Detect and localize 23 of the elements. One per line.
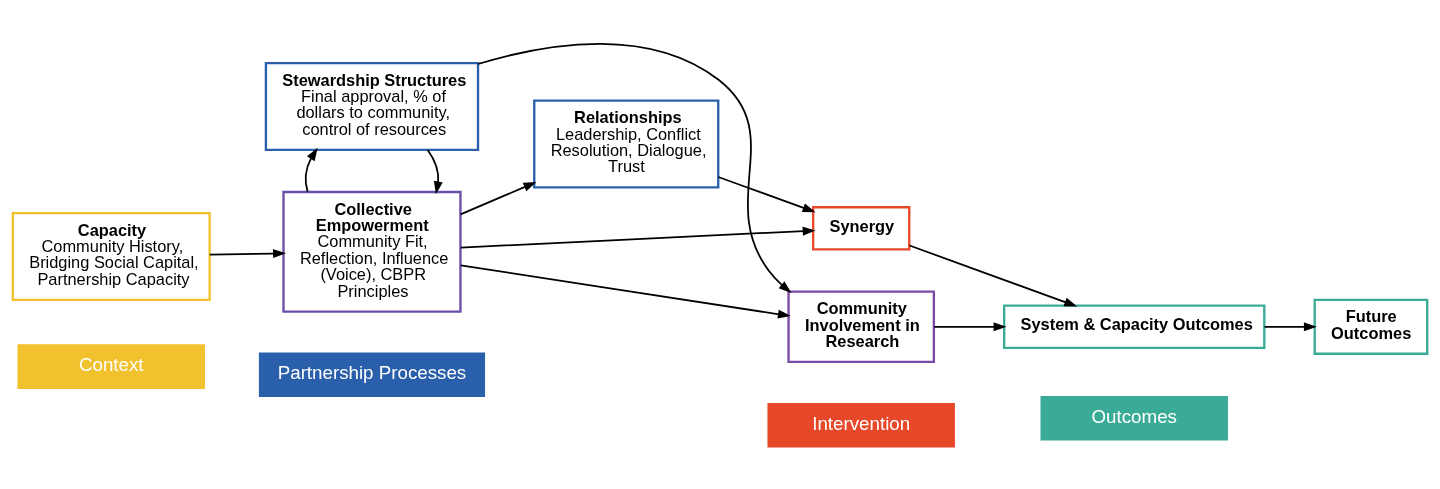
legend-label: Outcomes [1091,405,1177,427]
arrow [459,263,791,319]
arrow [426,148,443,194]
node-box: Capacity Community History, Bridging Social Capital, Partnership Capacity [11,211,211,301]
node-box: Community Involvement in Research [787,289,936,363]
node-box: System & Capacity Outcomes [1003,304,1266,349]
legend-label: Context [78,353,144,375]
arrow [477,42,792,293]
arrow [717,175,816,212]
arrow [304,147,318,192]
arrow [208,248,286,258]
arrow [1263,321,1317,331]
arrow [933,321,1007,331]
node-box: Synergy [812,205,911,251]
arrow [908,244,1078,306]
node-box: Stewardship Structures Final approval, % of dollars to community, control of resources [264,61,480,151]
legend-label: Partnership Processes [277,361,467,383]
node-box: Collective Empowerment Community Fit, Reflection, Influence (Voice), CBPR Principles [282,190,462,313]
legend-label: Intervention [812,412,911,434]
arrow [459,226,816,248]
node-box: Relationships Leadership, Conflict Resolution, Dialogue, Trust [533,98,720,188]
arrow [459,181,537,215]
node-box: Future Outcomes [1313,298,1429,355]
